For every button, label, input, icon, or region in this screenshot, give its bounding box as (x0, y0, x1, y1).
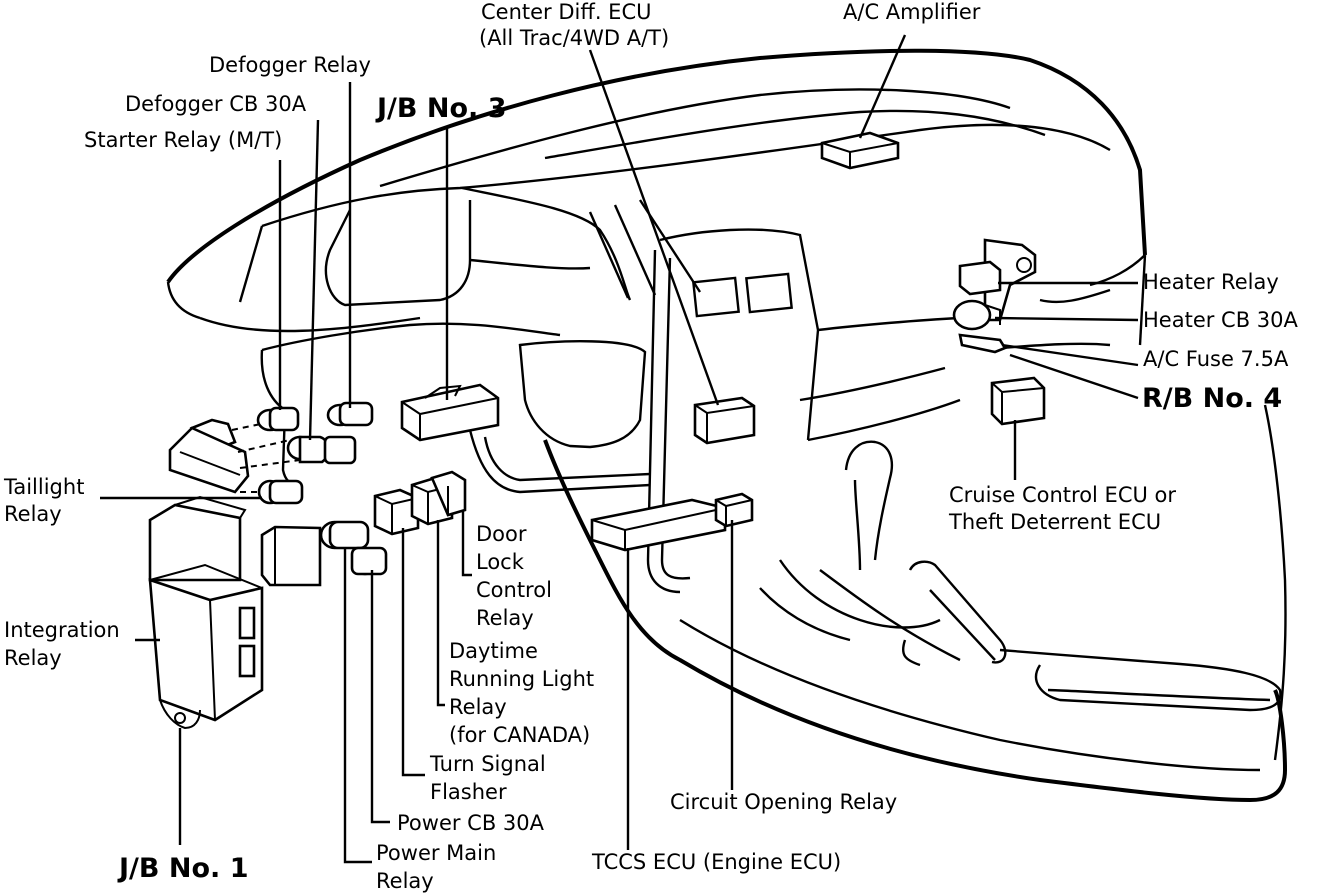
label-integration-relay: Integration (4, 618, 120, 642)
label-door-lock-3: Control (476, 578, 552, 602)
label-cruise-control-ecu: Cruise Control ECU or (949, 483, 1176, 507)
label-heater-cb: Heater CB 30A (1143, 308, 1299, 332)
label-turn-signal-1: Turn Signal (429, 752, 546, 776)
leader-lines (100, 34, 1139, 864)
label-taillight-relay-2: Relay (4, 502, 62, 526)
label-power-cb: Power CB 30A (397, 811, 545, 835)
label-center-diff-ecu: Center Diff. ECU (481, 0, 651, 24)
components (148, 131, 1046, 730)
label-taillight-relay: Taillight (3, 475, 84, 499)
label-jb-no3: J/B No. 3 (375, 93, 506, 124)
label-power-main-1: Power Main (376, 841, 496, 865)
label-drl-3: Relay (449, 695, 507, 719)
label-turn-signal-2: Flasher (430, 780, 507, 804)
label-ac-amplifier: A/C Amplifier (843, 0, 981, 24)
label-defogger-cb: Defogger CB 30A (125, 92, 307, 116)
label-center-diff-ecu-note: (All Trac/4WD A/T) (479, 26, 669, 50)
labels: Center Diff. ECU (All Trac/4WD A/T) A/C … (3, 0, 1299, 893)
label-defogger-relay: Defogger Relay (209, 53, 371, 77)
label-tccs-ecu: TCCS ECU (Engine ECU) (591, 850, 841, 874)
label-drl-1: Daytime (449, 639, 538, 663)
label-rb-no4: R/B No. 4 (1142, 383, 1282, 414)
label-jb-no1: J/B No. 1 (117, 853, 248, 884)
label-door-lock-1: Door (476, 522, 527, 546)
label-drl-2: Running Light (449, 667, 594, 691)
label-heater-relay: Heater Relay (1143, 270, 1279, 294)
label-drl-4: (for CANADA) (449, 723, 590, 747)
label-ac-fuse: A/C Fuse 7.5A (1143, 347, 1289, 371)
label-power-main-2: Relay (376, 869, 434, 893)
dashboard-drawing (166, 48, 1288, 803)
label-integration-relay-2: Relay (4, 646, 62, 670)
label-circuit-opening-relay: Circuit Opening Relay (670, 790, 897, 814)
label-theft-deterrent-ecu: Theft Deterrent ECU (948, 510, 1161, 534)
label-door-lock-2: Lock (476, 550, 525, 574)
label-starter-relay: Starter Relay (M/T) (84, 128, 282, 152)
label-door-lock-4: Relay (476, 606, 534, 630)
